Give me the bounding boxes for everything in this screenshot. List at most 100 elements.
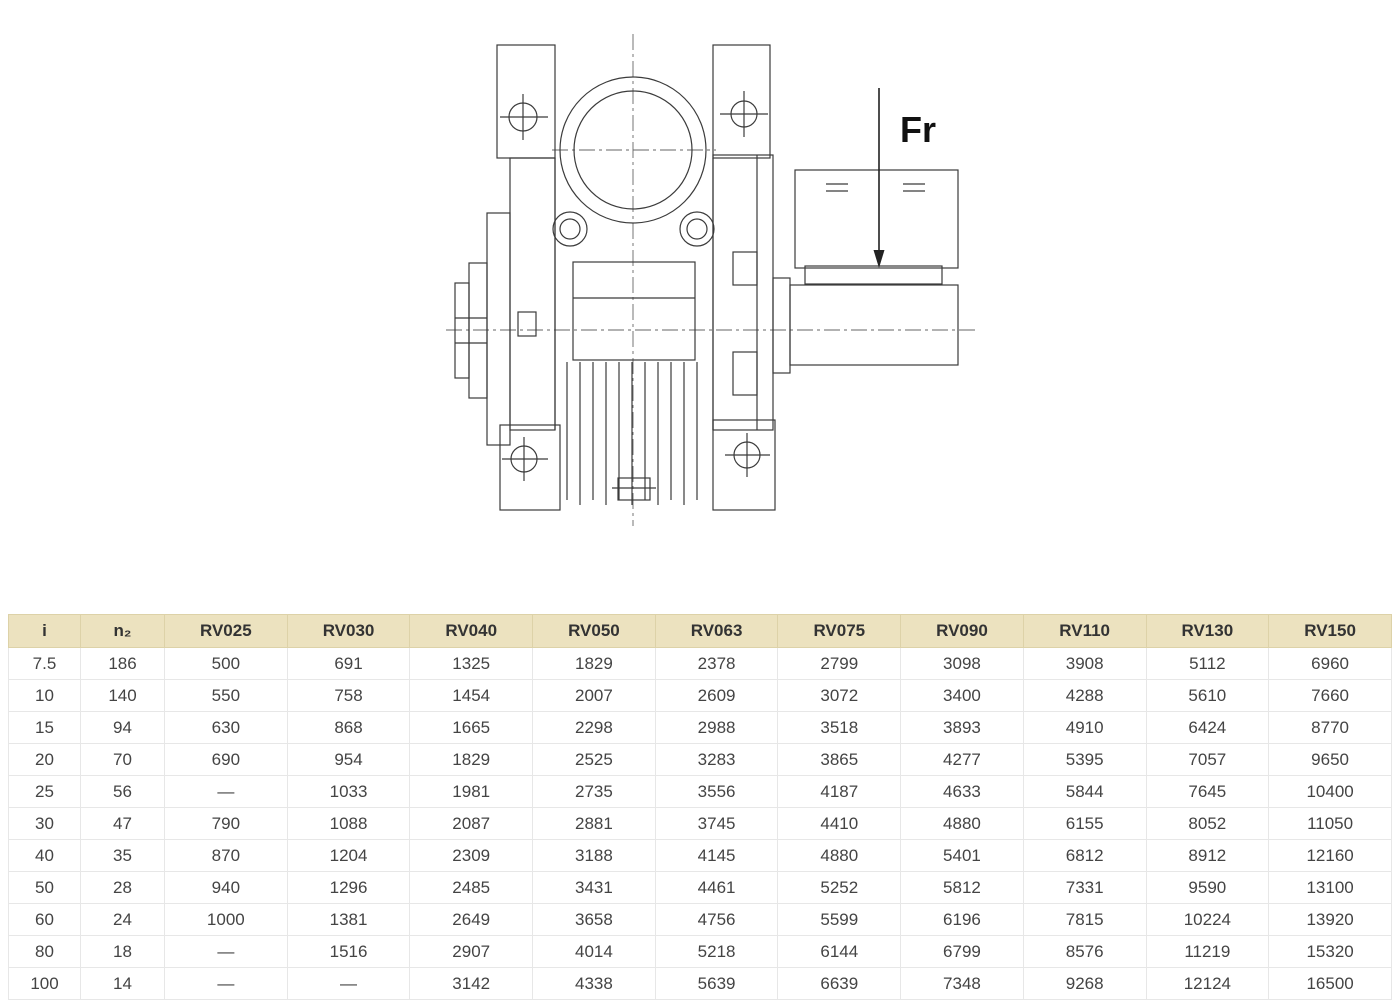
table-cell: 3072 (777, 679, 902, 712)
table-cell: — (164, 967, 288, 1000)
table-cell: 7645 (1145, 775, 1270, 808)
table-cell: 8052 (1145, 807, 1270, 840)
table-cell: 8770 (1268, 711, 1392, 744)
table-cell: 4288 (1022, 679, 1147, 712)
gearbox-drawing-area: Fr (446, 34, 976, 526)
column-header: RV150 (1268, 614, 1392, 648)
table-cell: 1325 (409, 647, 534, 680)
table-cell: 30 (8, 807, 81, 840)
table-cell: 4910 (1022, 711, 1147, 744)
table-cell: 8912 (1145, 839, 1270, 872)
table-cell: 80 (8, 935, 81, 968)
table-cell: 20 (8, 743, 81, 776)
table-cell: 28 (80, 871, 165, 904)
table-cell: 7660 (1268, 679, 1392, 712)
table-cell: 2881 (532, 807, 656, 840)
table-cell: 15320 (1268, 935, 1392, 968)
table-cell: 13100 (1268, 871, 1392, 904)
column-header: RV130 (1145, 614, 1270, 648)
table-cell: 1454 (409, 679, 534, 712)
column-header: RV075 (777, 614, 902, 648)
table-cell: 10 (8, 679, 81, 712)
gearbox-outline (454, 44, 959, 511)
gearbox-technical-drawing: Fr (446, 34, 976, 526)
table-cell: 4880 (777, 839, 902, 872)
table-cell: 5599 (777, 903, 902, 936)
table-cell: 550 (164, 679, 288, 712)
table-cell: 7057 (1145, 743, 1270, 776)
table-cell: 12160 (1268, 839, 1392, 872)
fr-force-label: Fr (900, 109, 936, 150)
table-cell: 3431 (532, 871, 656, 904)
table-cell: 954 (286, 743, 411, 776)
table-cell: 1981 (409, 775, 534, 808)
table-cell: 9650 (1268, 743, 1392, 776)
table-cell: 4187 (777, 775, 902, 808)
table-cell: 1516 (286, 935, 411, 968)
table-cell: 4461 (654, 871, 779, 904)
table-cell: 2649 (409, 903, 534, 936)
table-cell: 1296 (286, 871, 411, 904)
column-header: RV030 (286, 614, 411, 648)
table-cell: 2609 (654, 679, 779, 712)
table-cell: 11050 (1268, 807, 1392, 840)
table-cell: 1381 (286, 903, 411, 936)
table-cell: 758 (286, 679, 411, 712)
table-cell: 1000 (164, 903, 288, 936)
table-cell: 6196 (900, 903, 1024, 936)
table-cell: 5112 (1145, 647, 1270, 680)
column-header: RV025 (164, 614, 288, 648)
column-header: RV063 (654, 614, 779, 648)
table-cell: 4145 (654, 839, 779, 872)
table-cell: 3142 (409, 967, 534, 1000)
table-cell: 6155 (1022, 807, 1147, 840)
table-cell: 6144 (777, 935, 902, 968)
table-cell: 5610 (1145, 679, 1270, 712)
table-cell: 500 (164, 647, 288, 680)
table-cell: 5639 (654, 967, 779, 1000)
table-cell: 35 (80, 839, 165, 872)
table-cell: 3908 (1022, 647, 1147, 680)
table-cell: 691 (286, 647, 411, 680)
table-cell: — (286, 967, 411, 1000)
table-cell: 3400 (900, 679, 1024, 712)
table-cell: 3658 (532, 903, 656, 936)
table-cell: — (164, 935, 288, 968)
table-cell: 4277 (900, 743, 1024, 776)
table-cell: 94 (80, 711, 165, 744)
table-cell: 5844 (1022, 775, 1147, 808)
column-header: RV090 (900, 614, 1024, 648)
table-cell: 4756 (654, 903, 779, 936)
table-cell: 7815 (1022, 903, 1147, 936)
table-cell: 2485 (409, 871, 534, 904)
table-cell: 2007 (532, 679, 656, 712)
column-header: RV050 (532, 614, 656, 648)
table-cell: 4014 (532, 935, 656, 968)
table-cell: 1829 (532, 647, 656, 680)
table-cell: 6960 (1268, 647, 1392, 680)
table-cell: 790 (164, 807, 288, 840)
table-cell: 186 (80, 647, 165, 680)
table-cell: 11219 (1145, 935, 1270, 968)
table-cell: 940 (164, 871, 288, 904)
centerlines (446, 34, 976, 526)
table-cell: 1204 (286, 839, 411, 872)
table-cell: 16500 (1268, 967, 1392, 1000)
column-header: RV110 (1022, 614, 1147, 648)
table-cell: 2309 (409, 839, 534, 872)
table-cell: 10224 (1145, 903, 1270, 936)
table-cell: 18 (80, 935, 165, 968)
table-cell: 5812 (900, 871, 1024, 904)
table-cell: 2087 (409, 807, 534, 840)
table-cell: 5401 (900, 839, 1024, 872)
